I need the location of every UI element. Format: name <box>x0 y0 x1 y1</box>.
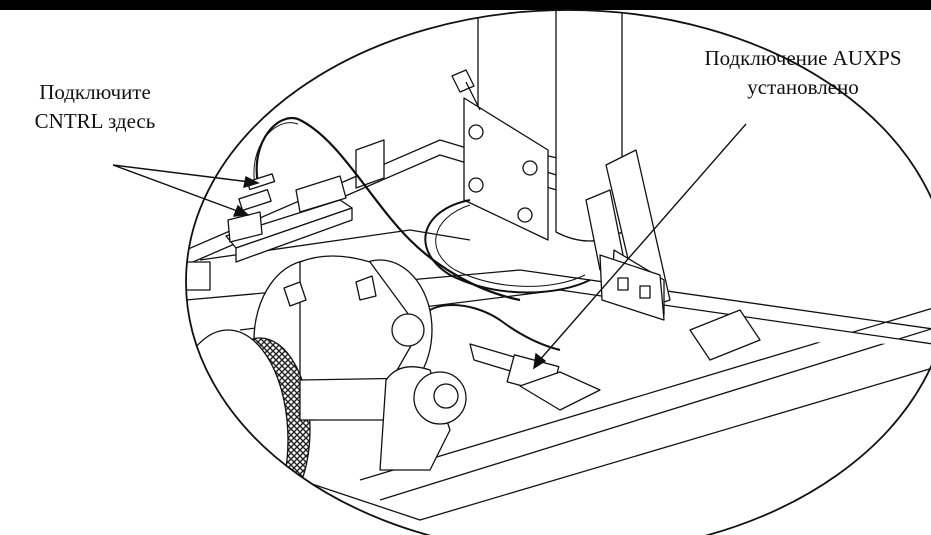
leader-line-cntrl-2 <box>112 164 241 213</box>
leader-line-cntrl-1 <box>112 164 251 183</box>
callout-auxps: Подключение AUXPS установлено <box>672 44 931 102</box>
callout-auxps-line2: установлено <box>747 75 859 99</box>
leader-lines <box>112 123 747 370</box>
top-bar <box>0 0 931 10</box>
arrowhead-icon <box>533 352 547 370</box>
detail-circle <box>185 9 931 535</box>
callout-auxps-line1: Подключение AUXPS <box>704 46 902 70</box>
callout-cntrl-line1: Подключите <box>39 80 151 104</box>
arrowhead-icon <box>232 204 250 217</box>
leader-line-auxps <box>537 123 747 363</box>
arrowhead-icon <box>243 175 260 188</box>
callout-cntrl-line2: CNTRL здесь <box>34 109 156 133</box>
callout-cntrl: Подключите CNTRL здесь <box>6 78 184 136</box>
cntrl-connector-board <box>225 173 353 263</box>
roller-bracket <box>379 366 467 471</box>
auxps-connector <box>469 343 601 411</box>
right-pcb <box>599 254 761 361</box>
vertical-column <box>451 10 623 242</box>
cables <box>253 117 591 351</box>
